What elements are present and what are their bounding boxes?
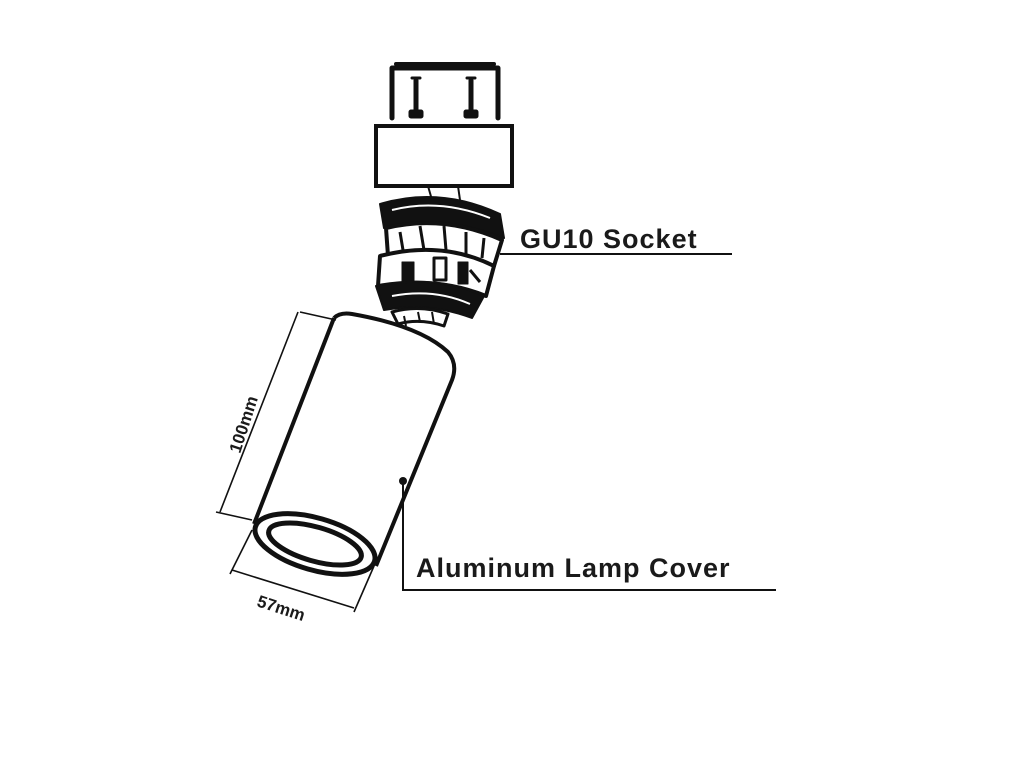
leader-lines: [402, 253, 776, 591]
junction-box: [374, 124, 514, 188]
lamp-cover: [252, 311, 457, 577]
screw-left: [408, 76, 424, 119]
mounting-bracket: [389, 62, 501, 121]
gu10-socket-label: GU10 Socket: [520, 224, 698, 254]
screw-right: [463, 76, 479, 119]
height-dimension-label: 100mm: [226, 394, 262, 456]
dimension-lines: [215, 311, 375, 613]
lamp-cover-label: Aluminum Lamp Cover: [416, 553, 731, 583]
diameter-dimension-label: 57mm: [255, 592, 308, 625]
gu10-socket: [375, 195, 505, 328]
